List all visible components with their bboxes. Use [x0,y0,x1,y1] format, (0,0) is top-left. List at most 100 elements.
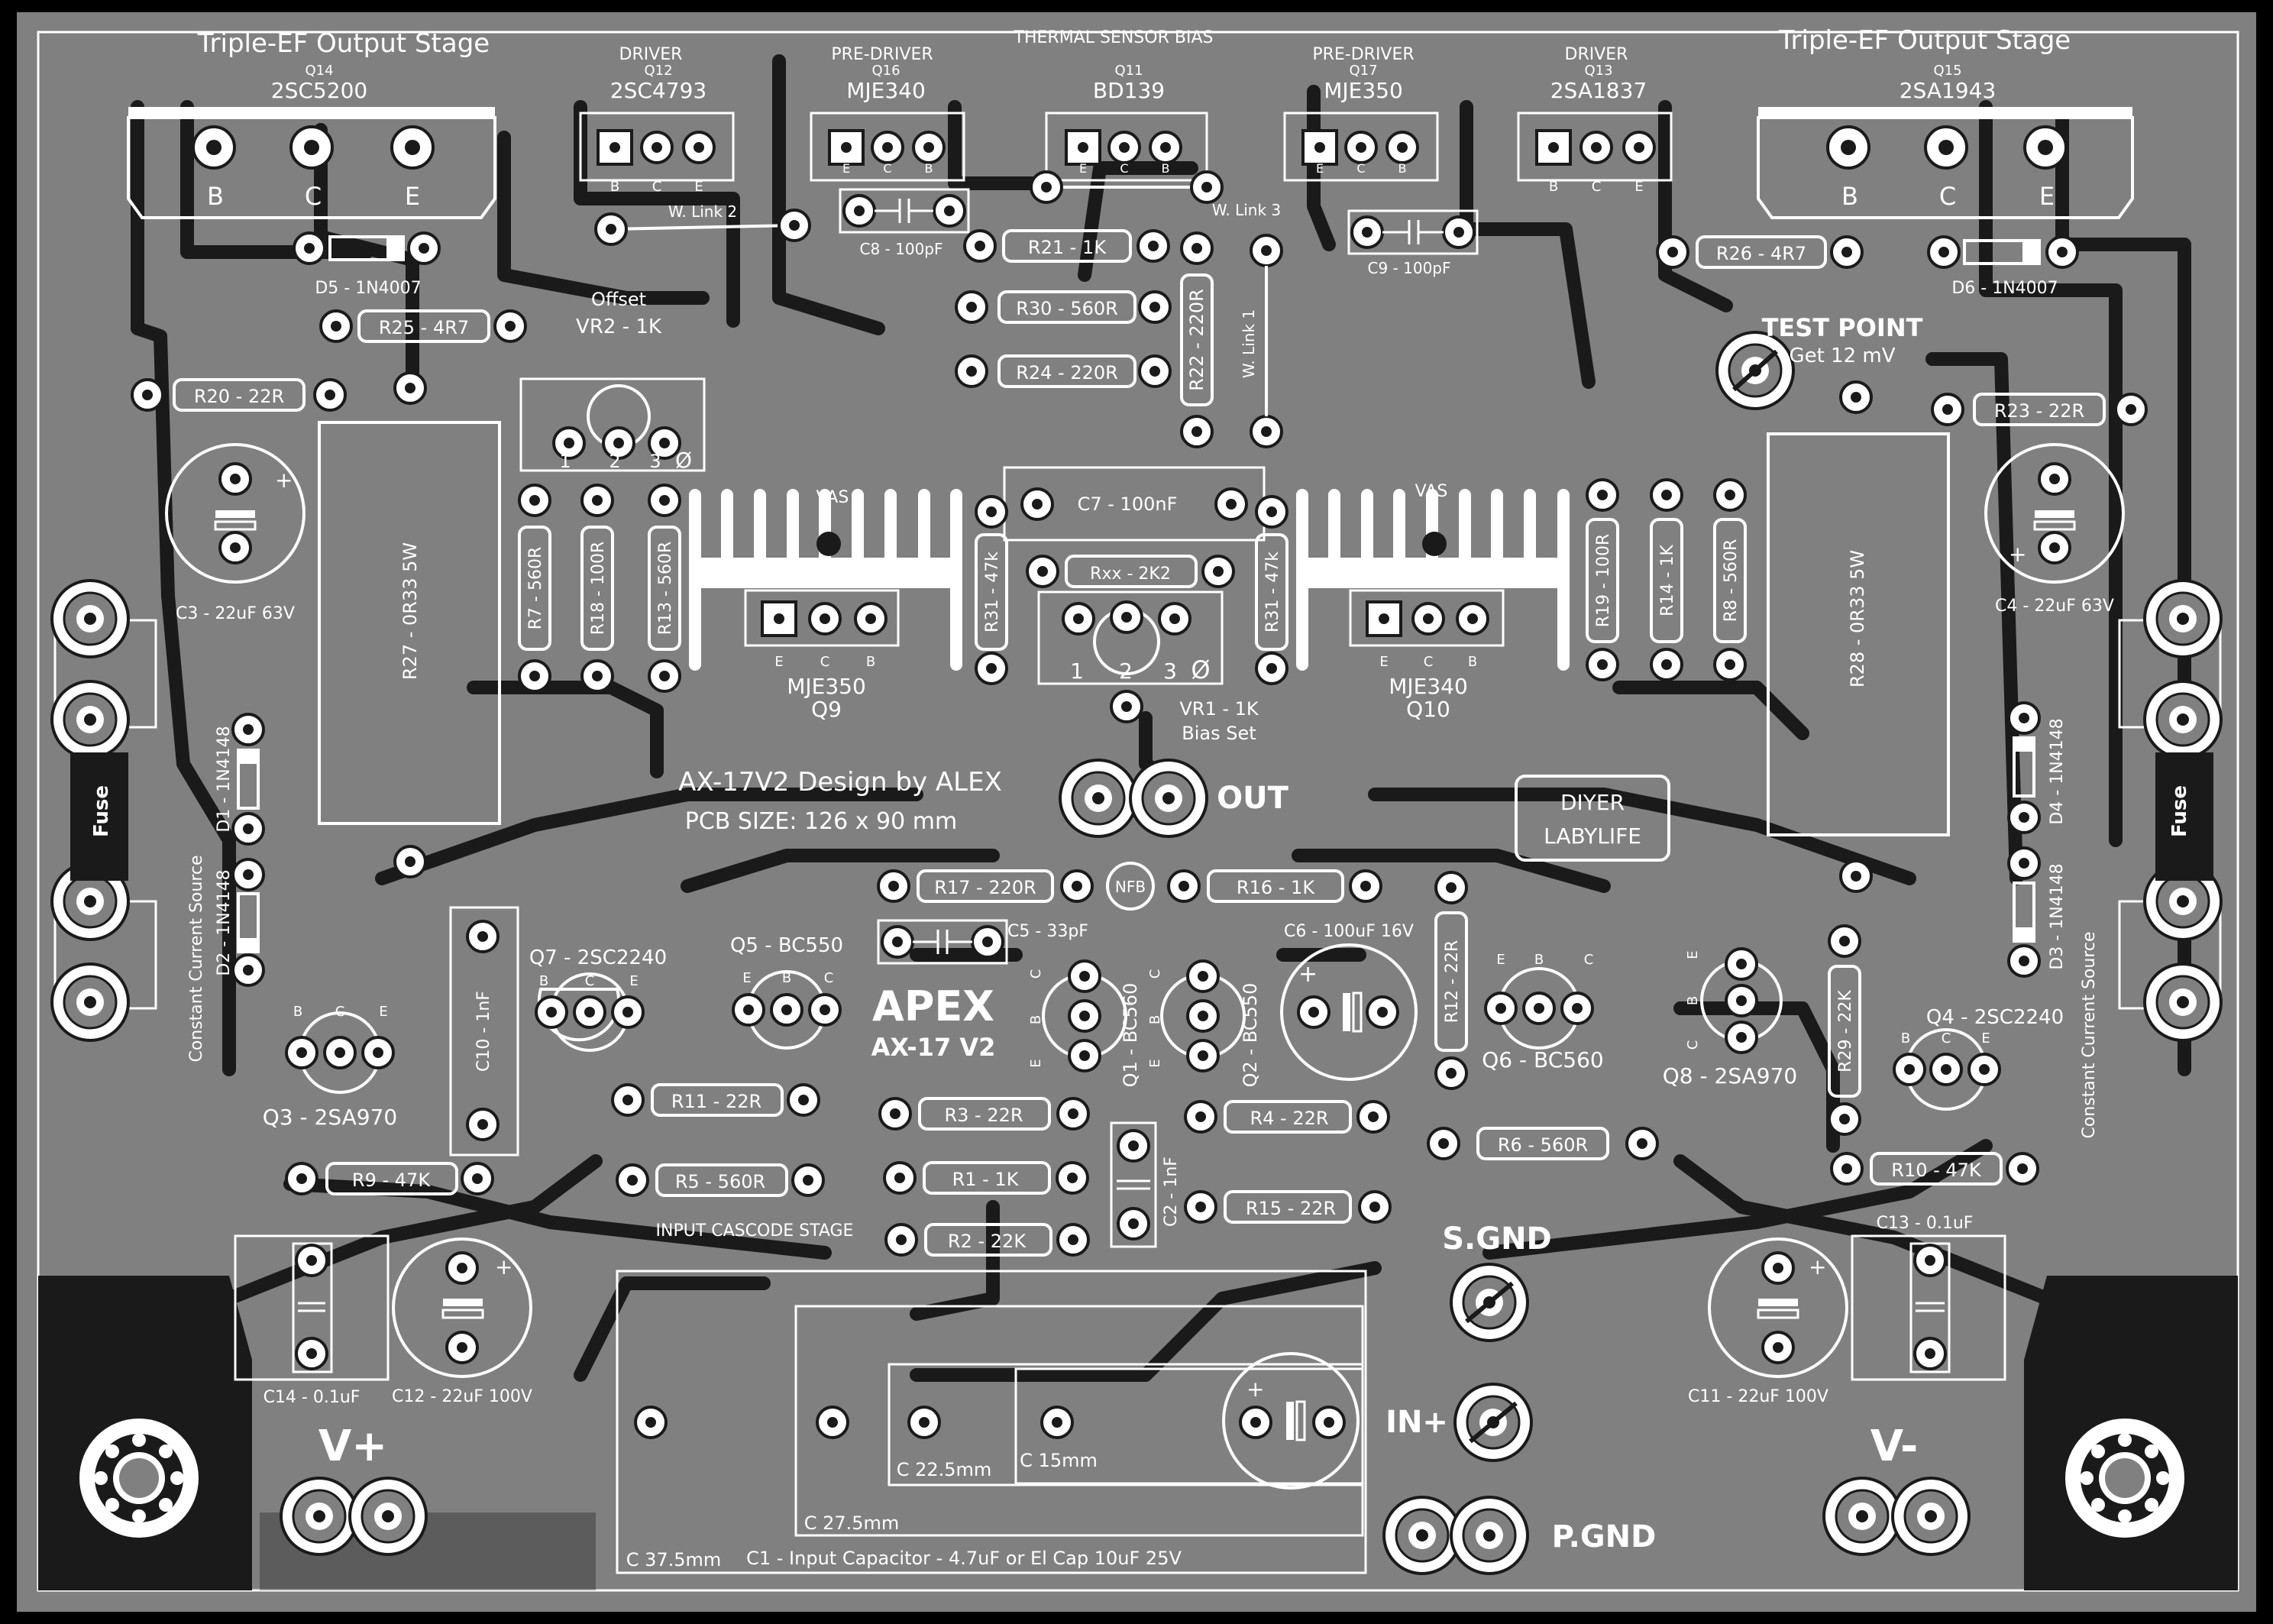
resistor-rxx[interactable]: Rxx - 2K2 [1026,555,1235,588]
vas-heatsink-left[interactable]: VAS E C B MJE350 Q9 [689,488,962,722]
power-ground-terminal[interactable]: P.GND [1382,1496,1657,1575]
capacitor-c5[interactable]: C5 - 33pF [877,919,1088,965]
resistor-r29[interactable]: R29 - 22K [1828,924,1861,1136]
test-point[interactable]: TEST POINT Get 12 mV [1715,313,1923,410]
resistor-r12[interactable]: R12 - 22R [1434,871,1468,1090]
resistor-r20[interactable]: R20 - 22R [131,378,347,412]
resistor-r1[interactable]: R1 - 1K [883,1161,1089,1195]
q13-driver-transistor[interactable]: Q13 2SA1837 B C E [1517,63,1673,195]
potentiometer-vr1-bias[interactable]: 1 2 3 Ø VR1 - 1K Bias Set [1037,590,1259,744]
transistor-q4[interactable]: Q4 - 2SC2240 B C E [1893,1006,2064,1111]
svg-text:C: C [883,161,891,176]
q15-output-transistor[interactable]: Q15 2SA1943 B C E [1757,63,2134,219]
resistor-r23[interactable]: R23 - 22R [1931,393,2148,426]
q11-thermal-bias-transistor[interactable]: Q11 BD139 E C B [1045,63,1208,182]
resistor-r11[interactable]: R11 - 22R [611,1083,820,1117]
resistor-r14[interactable]: R14 - 1K [1650,478,1683,681]
svg-text:B: B [1028,1015,1044,1024]
resistor-r26[interactable]: R26 - 4R7 [1656,235,1864,269]
vas-heatsink-right[interactable]: VAS E C B MJE340 Q10 [1296,482,1570,722]
q14-output-transistor[interactable]: Q14 2SC5200 B C E [127,63,496,219]
resistor-r7[interactable]: R7 - 560R [518,484,551,693]
capacitor-c2[interactable]: C2 - 1nF [1110,1121,1181,1248]
capacitor-c13[interactable]: C13 - 0.1uF [1851,1214,2006,1381]
resistor-r10[interactable]: R10 - 47K [1830,1152,2039,1186]
capacitor-c3[interactable]: + C3 - 22uF 63V [165,443,306,623]
capacitor-c11[interactable]: + C11 - 22uF 100V [1688,1237,1848,1406]
wire-link-3[interactable]: W. Link 3 W. Link 1 [1212,201,1283,448]
svg-text:R6 - 560R: R6 - 560R [1498,1134,1588,1156]
resistor-r2[interactable]: R2 - 22K [884,1223,1090,1257]
resistor-r5[interactable]: R5 - 560R [616,1163,825,1197]
resistor-r22[interactable]: R22 - 220R [1180,231,1214,448]
diode-d3[interactable]: D3 - 1N4148 [2007,846,2067,978]
q17-pre-driver-transistor[interactable]: Q17 MJE350 E C B [1283,63,1439,182]
resistor-r31-left[interactable]: R31 - 47k [975,495,1008,685]
svg-text:AX-17 V2: AX-17 V2 [871,1033,996,1062]
resistor-r18[interactable]: R18 - 100R [580,484,614,693]
q16-pre-driver-transistor[interactable]: Q16 MJE340 E C B [810,63,965,182]
svg-text:C: C [1939,182,1956,211]
resistor-r24[interactable]: R24 - 220R [955,354,1172,388]
fuse-right[interactable]: Fuse [2118,579,2223,1042]
svg-text:+: + [1246,1377,1264,1402]
resistor-r4[interactable]: R4 - 22R [1184,1100,1390,1134]
diode-d5[interactable]: D5 - 1N4007 [293,231,441,298]
transistor-q2[interactable]: C B E Q2 - BC550 [1147,959,1261,1087]
resistor-r30[interactable]: R30 - 560R [955,290,1172,324]
diode-d6[interactable]: D6 - 1N4007 [1927,235,2079,298]
transistor-q3[interactable]: B C E Q3 - 2SA970 [263,1004,397,1130]
resistor-r15[interactable]: R15 - 22R [1184,1190,1392,1224]
svg-text:E: E [1379,654,1388,670]
vminus-terminal[interactable]: V- [1822,1422,1971,1556]
diode-d1[interactable]: D1 - 1N4148 [215,713,265,846]
wire-link-th[interactable] [1030,170,1224,204]
fuse-left[interactable]: Fuse [50,579,157,1042]
transistor-q6[interactable]: E B C Q6 - BC560 [1482,952,1603,1072]
input-terminal[interactable]: IN+ [1385,1383,1533,1462]
capacitor-c10[interactable]: C10 - 1nF [449,906,519,1157]
resistor-r31-right[interactable]: R31 - 47k [1255,495,1288,685]
resistor-r27[interactable]: R27 - 0R33 5W [318,371,501,878]
svg-text:W. Link 1: W. Link 1 [1240,309,1258,378]
svg-text:P.GND: P.GND [1552,1519,1657,1554]
capacitor-c12[interactable]: + C12 - 22uF 100V [392,1237,532,1406]
q12-driver-transistor[interactable]: Q12 2SC4793 B C E [579,63,735,195]
resistor-r9[interactable]: R9 - 47K [285,1162,494,1195]
diode-d2[interactable]: D2 - 1N4148 [215,858,265,987]
nfb-pad[interactable]: NFB [1106,862,1155,911]
svg-text:R26 - 4R7: R26 - 4R7 [1716,243,1806,264]
resistor-r19[interactable]: R19 - 100R [1586,478,1619,681]
resistor-r28[interactable]: R28 - 0R33 5W [1767,380,1950,893]
resistor-r13[interactable]: R13 - 560R [648,484,681,693]
output-terminal[interactable]: OUT [1059,759,1289,838]
svg-text:C: C [1028,969,1044,979]
vplus-terminal[interactable]: V+ [280,1422,428,1556]
capacitor-c8[interactable]: C8 - 100pF [839,188,970,258]
capacitor-c4[interactable]: + C4 - 22uF 63V [1984,443,2125,616]
capacitor-c9[interactable]: C9 - 100pF [1347,209,1479,277]
input-capacitor-c1[interactable]: + C 22.5mm C 15mm C 27.5mm C 37.5mm C1 -… [616,1270,1367,1574]
resistor-r25[interactable]: R25 - 4R7 [319,309,527,343]
resistor-r16[interactable]: R16 - 1K [1167,869,1382,903]
resistor-r3[interactable]: R3 - 22R [878,1097,1090,1131]
svg-text:3: 3 [649,451,661,472]
q13-ref: Q13 [1584,63,1612,79]
resistor-r8[interactable]: R8 - 560R [1713,478,1747,681]
svg-text:Offset: Offset [591,289,646,310]
svg-text:R13 - 560R: R13 - 560R [656,542,675,635]
resistor-r17[interactable]: R17 - 220R [877,869,1094,903]
transistor-q5[interactable]: Q5 - BC550 E B C [730,934,843,1050]
capacitor-c6[interactable]: C6 - 100uF 16V + [1280,922,1418,1081]
transistor-q8[interactable]: E B C Q8 - 2SA970 [1663,947,1797,1089]
transistor-q1[interactable]: C B E Q1 - BC560 [1028,959,1141,1087]
potentiometer-vr2-offset[interactable]: Offset VR2 - 1K 1 2 3 Ø [519,289,706,473]
diode-d4[interactable]: D4 - 1N4148 [2007,701,2067,834]
capacitor-c14[interactable]: C14 - 0.1uF [234,1234,390,1407]
resistor-r6[interactable]: R6 - 560R [1427,1127,1659,1160]
svg-text:C: C [1592,179,1602,195]
wire-link-2[interactable]: W. Link 2 [594,202,811,246]
resistor-r21[interactable]: R21 - 1K [963,229,1170,263]
transistor-q7[interactable]: Q7 - 2SC2240 B C E [529,946,667,1052]
signal-ground-terminal[interactable]: S.GND [1442,1221,1552,1342]
